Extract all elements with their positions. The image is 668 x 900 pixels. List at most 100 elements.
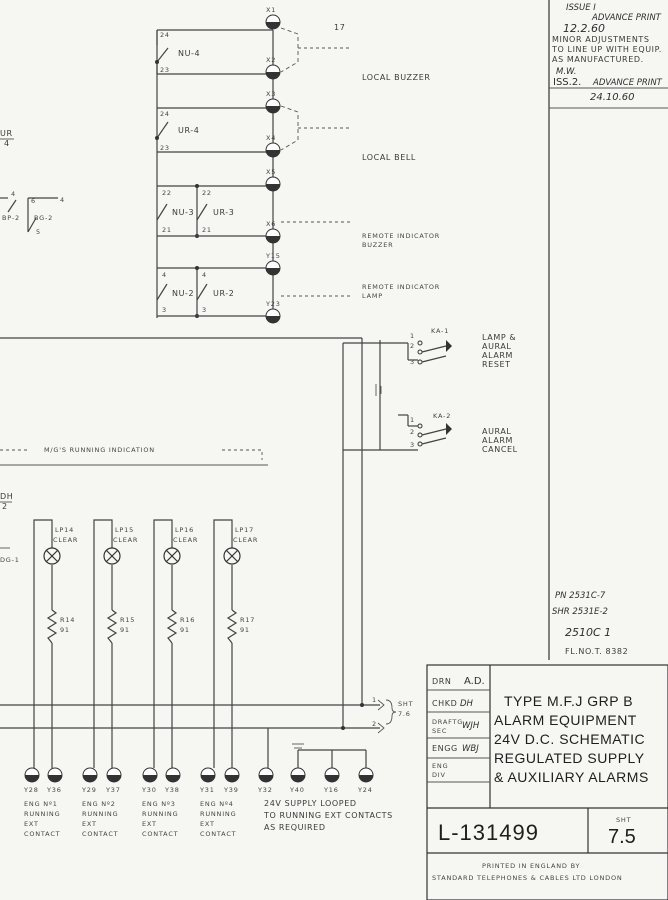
left-2: 2 bbox=[2, 502, 8, 511]
terminal-bottom-1-label: Y28 bbox=[23, 786, 39, 794]
terminal-t3 bbox=[265, 98, 281, 114]
ka2-pin-2: 2 bbox=[410, 428, 415, 436]
terminal-bottom-5 bbox=[142, 767, 158, 783]
terminal-bottom-9-label: Y32 bbox=[257, 786, 273, 794]
terminal-bottom-8-label: Y39 bbox=[223, 786, 239, 794]
terminal-bottom-6-label: Y38 bbox=[164, 786, 180, 794]
terminal-t7 bbox=[265, 260, 281, 276]
ka1-label-2: AURAL bbox=[482, 342, 512, 351]
tb-chkd: CHKD bbox=[432, 699, 457, 708]
nu4-pin-top: 24 bbox=[160, 31, 170, 39]
lamp-name: LP17 bbox=[235, 526, 254, 534]
ka2-label-1: AURAL bbox=[482, 427, 512, 436]
resistor-ohms: 91 bbox=[180, 626, 190, 634]
nu2-pin-bot: 3 bbox=[162, 306, 167, 314]
relay-nu3: NU-3 bbox=[172, 208, 194, 217]
left-bp2: BP-2 bbox=[2, 214, 20, 222]
rev-issue1: ISSUE I bbox=[566, 3, 596, 13]
resistor-ohms: 91 bbox=[240, 626, 250, 634]
terminal-bottom-12-label: Y24 bbox=[357, 786, 373, 794]
engine-label-3: EXT bbox=[142, 820, 157, 828]
lamp-type: CLEAR bbox=[233, 536, 258, 544]
supply-note-3: AS REQUIRED bbox=[264, 823, 326, 832]
terminal-bottom-2 bbox=[47, 767, 63, 783]
running-caption: M/G'S RUNNING INDICATION bbox=[44, 446, 155, 454]
output-remote-buzzer-1: REMOTE INDICATOR bbox=[362, 232, 440, 240]
rev-issue2-date: 24.10.60 bbox=[590, 92, 635, 103]
ref-fl: FL.NO.T. 8382 bbox=[565, 647, 628, 656]
terminal-t1 bbox=[265, 14, 281, 30]
rev-issue1-note-3: AS MANUFACTURED. bbox=[552, 55, 644, 64]
left-bg2: BG-2 bbox=[34, 214, 53, 222]
engine-label-4: ENG Nº4 bbox=[200, 800, 234, 808]
resistor-name: R15 bbox=[120, 616, 135, 624]
tb-sht: SHT bbox=[616, 816, 631, 824]
terminal-bottom-11-label: Y16 bbox=[323, 786, 339, 794]
terminal-t8 bbox=[265, 308, 281, 324]
left-dg1: DG-1 bbox=[0, 556, 20, 564]
rev-issue2-advance: ADVANCE PRINT bbox=[592, 78, 663, 88]
output-local-buzzer: LOCAL BUZZER bbox=[362, 73, 431, 82]
tb-drn: DRN bbox=[432, 677, 452, 686]
terminal-bottom-7 bbox=[200, 767, 216, 783]
tb-sec: SEC bbox=[432, 727, 447, 735]
resistor-name: R16 bbox=[180, 616, 195, 624]
switch-ka2-name: KA-2 bbox=[433, 412, 451, 420]
ka2-label-2: ALARM bbox=[482, 436, 513, 445]
ur2-pin-top: 4 bbox=[202, 271, 207, 279]
relay-ur2: UR-2 bbox=[213, 289, 234, 298]
terminal-bottom-8 bbox=[224, 767, 240, 783]
engine-label-4: EXT bbox=[200, 820, 215, 828]
tb-draft-val: WJH bbox=[462, 721, 480, 731]
engine-label-1: RUNNING bbox=[24, 810, 60, 818]
lamp-lp17-icon bbox=[223, 547, 241, 565]
nu4-pin-bot: 23 bbox=[160, 66, 170, 74]
switch-ka2 bbox=[417, 423, 452, 447]
tb-eng: ENG bbox=[432, 762, 448, 770]
terminal-bottom-3 bbox=[82, 767, 98, 783]
engine-label-3: RUNNING bbox=[142, 810, 178, 818]
terminal-t7-label: Y15 bbox=[265, 252, 281, 260]
ka1-pin-1: 1 bbox=[410, 332, 415, 340]
ka1-label-3: ALARM bbox=[482, 351, 513, 360]
engine-label-1: ENG Nº1 bbox=[24, 800, 58, 808]
terminal-bottom-6 bbox=[165, 767, 181, 783]
terminal-t3-label: X3 bbox=[266, 90, 276, 98]
printed-line-1: PRINTED IN ENGLAND BY bbox=[482, 862, 580, 870]
lamp-lp15-icon bbox=[103, 547, 121, 565]
supply-note-1: 24V SUPPLY LOOPED bbox=[264, 799, 357, 808]
feed-2: 2 bbox=[372, 720, 377, 728]
tb-drn-val: A.D. bbox=[464, 676, 485, 687]
drawing-number: L-131499 bbox=[438, 820, 539, 845]
tb-div: DIV bbox=[432, 771, 446, 779]
terminal-bottom-10-label: Y40 bbox=[289, 786, 305, 794]
terminal-bottom-9 bbox=[258, 767, 274, 783]
switch-ka1 bbox=[417, 340, 452, 365]
ur2-pin-bot: 3 bbox=[202, 306, 207, 314]
terminal-t2 bbox=[265, 64, 281, 80]
lamp-type: CLEAR bbox=[113, 536, 138, 544]
ur4-pin-bot: 23 bbox=[160, 144, 170, 152]
engine-label-2: RUNNING bbox=[82, 810, 118, 818]
feed-1: 1 bbox=[372, 696, 377, 704]
terminal-t6 bbox=[265, 228, 281, 244]
printed-line-2: STANDARD TELEPHONES & CABLES LTD LONDON bbox=[432, 874, 623, 882]
terminal-bottom-1 bbox=[24, 767, 40, 783]
rev-issue1-date: 12.2.60 bbox=[563, 22, 605, 35]
left-dh: DH bbox=[0, 492, 13, 501]
ka1-pin-3: 3 bbox=[410, 358, 415, 366]
terminal-bottom-11 bbox=[324, 767, 340, 783]
resistor-ohms: 91 bbox=[60, 626, 70, 634]
ur3-pin-top: 22 bbox=[202, 189, 212, 197]
ur4-pin-top: 24 bbox=[160, 110, 170, 118]
engine-label-2: CONTACT bbox=[82, 830, 118, 838]
lamp-name: LP15 bbox=[115, 526, 134, 534]
tb-chkd-val: DH bbox=[460, 699, 474, 709]
left-ur4: 4 bbox=[4, 139, 10, 148]
terminal-t4-label: X4 bbox=[266, 134, 276, 142]
terminal-bottom-5-label: Y30 bbox=[141, 786, 157, 794]
